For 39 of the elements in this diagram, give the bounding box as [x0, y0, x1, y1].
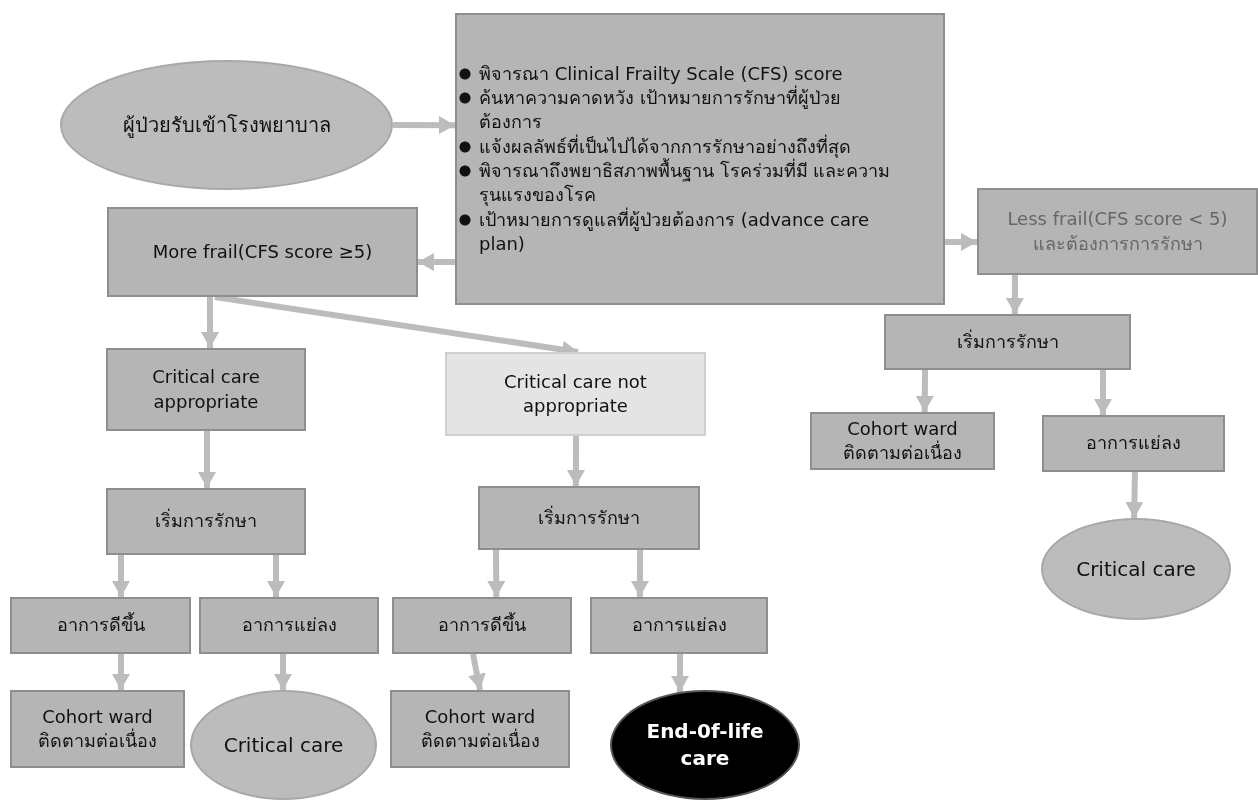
arrow [945, 232, 977, 251]
oval-node: ผู้ป่วยรับเข้าโรงพยาบาล [60, 60, 393, 190]
process-box: Less frail(CFS score < 5) และต้องการการรักษา [977, 188, 1258, 275]
arrow [111, 555, 130, 597]
process-box: Cohort ward ติดตามต่อเนื่อง [390, 690, 570, 768]
arrow [671, 654, 689, 692]
arrow [267, 555, 285, 597]
process-box: Cohort ward ติดตามต่อเนื่อง [810, 412, 995, 470]
process-box: อาการแย่ลง [199, 597, 379, 654]
process-box: More frail(CFS score ≥5) [107, 207, 418, 297]
arrow [915, 369, 934, 413]
arrow [1005, 275, 1024, 314]
oval-node: Critical care [1041, 518, 1231, 620]
process-box: อาการดีขึ้น [392, 597, 572, 654]
process-box: อาการแย่ลง [590, 597, 768, 654]
oval-node: End-0f-life care [610, 690, 800, 800]
arrow [198, 431, 216, 488]
bullet-item: แจ้งผลลัพธ์ที่เป็นไปได้จากการรักษาอย่างถึงที่สุด [457, 134, 851, 159]
process-box: เริ่มการรักษา [478, 486, 700, 550]
process-box: เริ่มการรักษา [884, 314, 1131, 370]
arrow [393, 116, 455, 135]
arrow [111, 654, 130, 690]
process-box: Cohort ward ติดตามต่อเนื่อง [10, 690, 185, 768]
arrow [487, 549, 506, 598]
arrow [274, 654, 292, 690]
info-box [455, 13, 945, 305]
arrow [201, 297, 219, 348]
arrow [1125, 471, 1144, 519]
arrow [1094, 370, 1112, 415]
arrow [566, 436, 585, 486]
oval-node: Critical care [190, 690, 377, 800]
process-box: อาการแย่ลง [1042, 415, 1225, 472]
process-box: Critical care not appropriate [445, 352, 706, 436]
process-box: Critical care appropriate [106, 348, 306, 431]
arrow [468, 653, 486, 691]
arrow [630, 550, 649, 597]
arrow [418, 253, 456, 271]
process-box: อาการดีขึ้น [10, 597, 191, 654]
process-box: เริ่มการรักษา [106, 488, 306, 555]
